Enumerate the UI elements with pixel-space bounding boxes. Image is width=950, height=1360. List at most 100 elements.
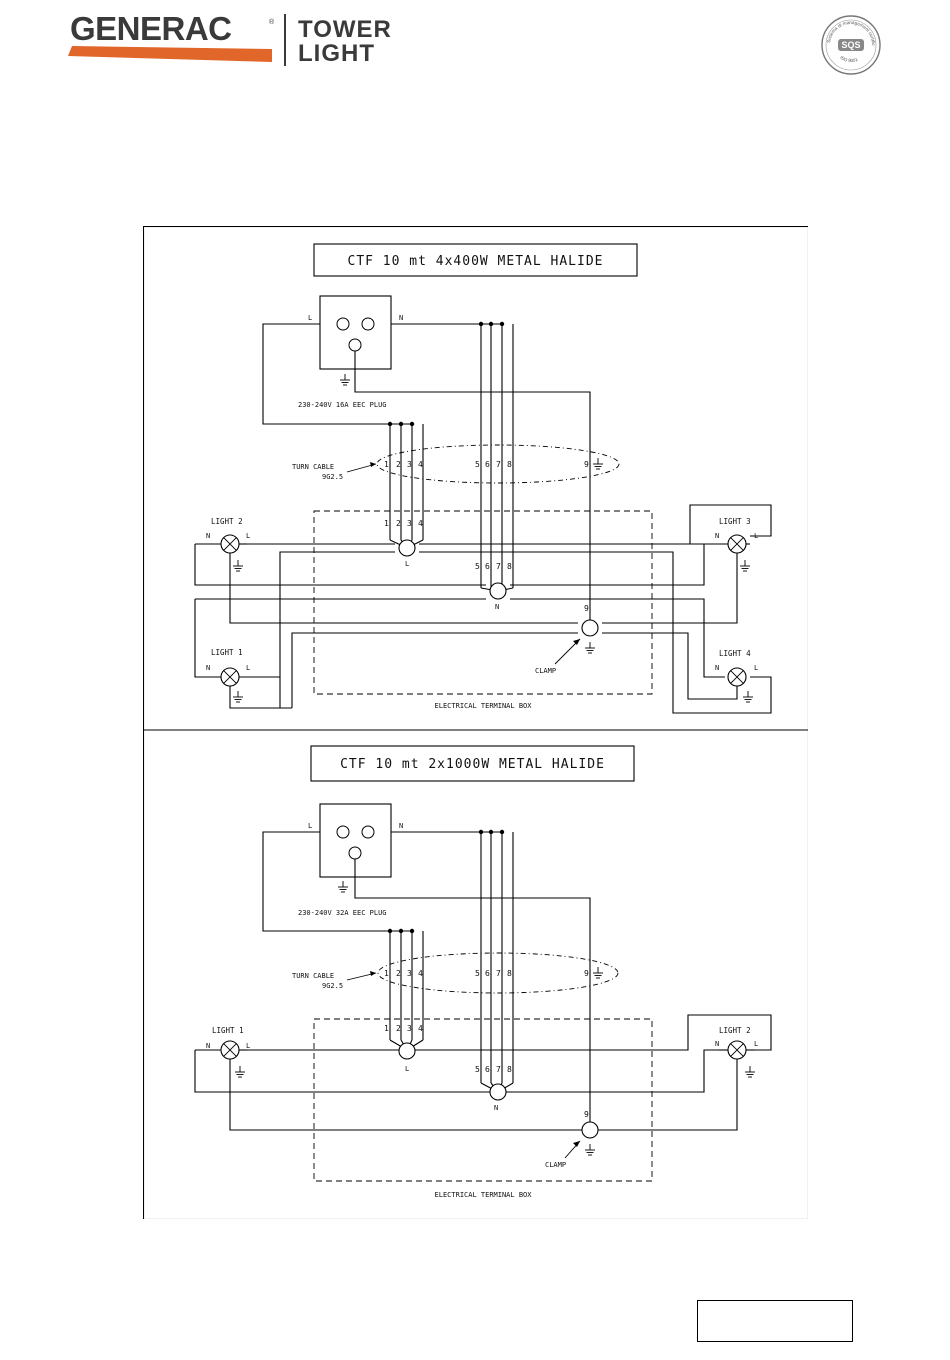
seal-text-bottom: ISO 9001 xyxy=(839,55,859,63)
box-terminal-4: 4 xyxy=(418,519,423,528)
clamp-label: CLAMP xyxy=(545,1161,566,1169)
clamp-node xyxy=(581,1121,599,1139)
diagram-title: CTF 10 mt 4x400W METAL HALIDE xyxy=(348,254,604,269)
lamp-icon xyxy=(220,1040,240,1060)
light-n: N xyxy=(715,1040,719,1048)
light-4: LIGHT 4 N L xyxy=(715,649,758,703)
light-n: N xyxy=(206,532,210,540)
box-terminal-6: 6 xyxy=(485,562,490,571)
eec-plug: L N xyxy=(308,803,403,893)
title-box xyxy=(313,243,638,277)
box-terminal-6: 6 xyxy=(485,1065,490,1074)
cable-ground-icon xyxy=(592,457,604,470)
outer-frame xyxy=(143,226,808,1219)
clamp-node xyxy=(581,619,599,637)
box-terminal-3: 3 xyxy=(407,519,412,528)
cable-terminal-3: 3 xyxy=(407,460,412,469)
light-n: N xyxy=(206,1042,210,1050)
cable-terminal-4: 4 xyxy=(418,969,423,978)
clamp-ground-icon xyxy=(584,1143,596,1156)
cable-spec: 9G2.5 xyxy=(322,473,343,481)
cable-terminal-5: 5 xyxy=(475,969,480,978)
box-terminal-1: 1 xyxy=(384,1024,389,1033)
title-box xyxy=(310,745,635,782)
light-l: L xyxy=(246,1042,250,1050)
light-ground-icon xyxy=(739,559,751,572)
svg-text:ISO 9001: ISO 9001 xyxy=(839,55,859,63)
cable-terminal-1: 1 xyxy=(384,460,389,469)
cable-terminal-3: 3 xyxy=(407,969,412,978)
box-terminal-5: 5 xyxy=(475,1065,480,1074)
diagram-2x1000w: CTF 10 mt 2x1000W METAL HALIDE L N 230-2… xyxy=(194,745,772,1199)
cable-terminal-7: 7 xyxy=(496,460,501,469)
light-n: N xyxy=(206,664,210,672)
light-name: LIGHT 1 xyxy=(212,1026,244,1035)
plug-l-label: L xyxy=(308,822,312,830)
light-l: L xyxy=(754,664,758,672)
box-terminal-1: 1 xyxy=(384,519,389,528)
plug-label: 230-240V 16A EEC PLUG xyxy=(298,401,387,409)
l-node-label: L xyxy=(405,560,409,568)
cable-terminal-6: 6 xyxy=(485,460,490,469)
plug-ground-icon xyxy=(339,373,351,386)
product-line2: LIGHT xyxy=(298,40,375,67)
plug-ground-icon xyxy=(337,880,349,893)
plug-n-label: N xyxy=(399,314,403,322)
light-n: N xyxy=(715,532,719,540)
light-l: L xyxy=(246,664,250,672)
box-terminal-5: 5 xyxy=(475,562,480,571)
light-l: L xyxy=(246,532,250,540)
terminal-box-label: ELECTRICAL TERMINAL BOX xyxy=(435,702,533,710)
registered-mark: ® xyxy=(269,18,275,26)
cable-label: TURN CABLE xyxy=(292,463,334,471)
cable-terminal-8: 8 xyxy=(507,969,512,978)
box-terminal-7: 7 xyxy=(496,562,501,571)
light-ground-icon xyxy=(742,690,754,703)
lamp-icon xyxy=(220,667,240,687)
cable-terminal-2: 2 xyxy=(396,969,401,978)
eec-plug: L N xyxy=(308,295,403,386)
l-node-label: L xyxy=(405,1065,409,1073)
l-node xyxy=(398,1042,416,1060)
box-terminal-8: 8 xyxy=(507,1065,512,1074)
page-number-box xyxy=(697,1300,853,1342)
l-node xyxy=(398,539,416,557)
light-1: LIGHT 1 N L xyxy=(195,1026,250,1078)
box-terminal-2: 2 xyxy=(396,1024,401,1033)
lamp-icon xyxy=(727,1040,747,1060)
n-node xyxy=(489,1083,507,1101)
cable-ground-icon xyxy=(592,966,604,979)
light-ground-icon xyxy=(744,1065,756,1078)
brand-name: GENERAC xyxy=(70,10,232,47)
n-node-label: N xyxy=(494,1104,498,1112)
light-l: L xyxy=(754,1040,758,1048)
turn-cable-ellipse xyxy=(377,952,619,994)
light-name: LIGHT 3 xyxy=(719,517,751,526)
lamp-icon xyxy=(220,534,240,554)
light-ground-icon xyxy=(232,690,244,703)
light-ground-icon xyxy=(234,1065,246,1078)
box-terminal-9: 9 xyxy=(584,604,589,613)
orange-swoosh xyxy=(68,46,272,62)
terminal-box-label: ELECTRICAL TERMINAL BOX xyxy=(435,1191,533,1199)
light-name: LIGHT 2 xyxy=(211,517,243,526)
box-terminal-4: 4 xyxy=(418,1024,423,1033)
cable-terminal-2: 2 xyxy=(396,460,401,469)
lamp-icon xyxy=(727,667,747,687)
light-1: LIGHT 1 N L xyxy=(195,648,280,703)
plug-label: 230-240V 32A EEC PLUG xyxy=(298,909,387,917)
light-name: LIGHT 2 xyxy=(719,1026,751,1035)
light-ground-icon xyxy=(232,559,244,572)
terminal-box xyxy=(313,510,653,695)
cable-terminal-9: 9 xyxy=(584,460,589,469)
box-terminal-9: 9 xyxy=(584,1110,589,1119)
cable-spec: 9G2.5 xyxy=(322,982,343,990)
light-3: LIGHT 3 N L xyxy=(704,517,758,572)
seal-logo: SQS xyxy=(841,40,860,50)
light-2: LIGHT 2 N L xyxy=(715,1026,758,1078)
box-terminal-7: 7 xyxy=(496,1065,501,1074)
cable-terminal-4: 4 xyxy=(418,460,423,469)
cable-terminal-6: 6 xyxy=(485,969,490,978)
clamp-label: CLAMP xyxy=(535,667,556,675)
plug-n-label: N xyxy=(399,822,403,830)
